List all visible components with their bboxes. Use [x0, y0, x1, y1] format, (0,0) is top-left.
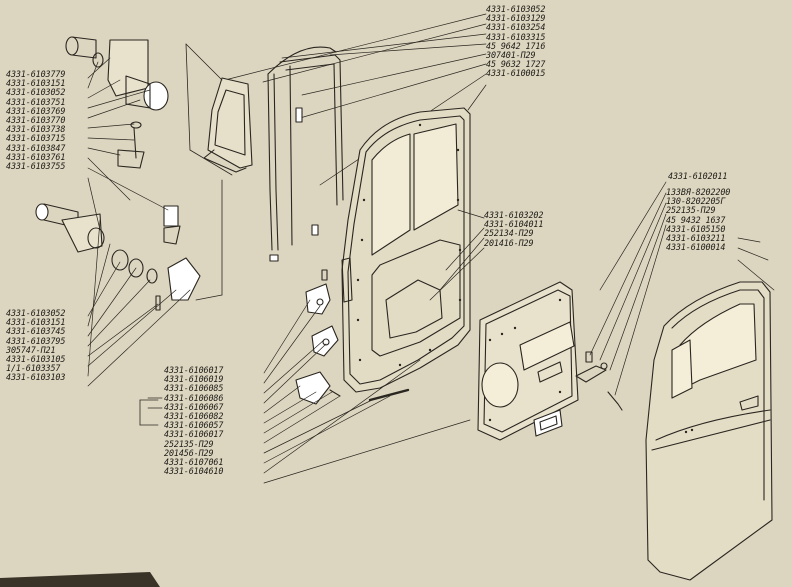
label: 4331-6106017 — [164, 365, 224, 375]
label: 4331-6103103 — [6, 372, 66, 383]
regulator-parts — [575, 351, 623, 411]
label: 1/1-6103357 — [6, 363, 61, 374]
labels-left-top: 4331-6103779 4331-6103151 4331-6103052 4… — [6, 69, 66, 171]
label: 4331-6103745 — [6, 326, 66, 337]
rod — [368, 388, 410, 402]
label: 4331-6103761 — [6, 151, 66, 162]
scan-corner — [0, 572, 160, 587]
label: 4331-6103129 — [486, 13, 546, 24]
label: 4331-6107061 — [164, 456, 224, 467]
label: 4331-6103105 — [6, 353, 66, 364]
label: 4331-6106085 — [164, 383, 224, 394]
label: 45 9432 1637 — [666, 214, 726, 225]
labels-left-bottom: 4331-6103052 4331-6103151 4331-6103745 4… — [6, 308, 66, 383]
hinge-lower — [35, 203, 201, 311]
label: 4331-6103052 — [6, 87, 66, 98]
label: 252134-П29 — [484, 228, 534, 239]
label: 307401-П29 — [486, 49, 536, 60]
label: 4331-6103254 — [486, 22, 546, 33]
leader-lines-right — [589, 181, 775, 396]
label: 4331-6102011 — [668, 171, 728, 181]
label: 4331-6103052 — [6, 308, 66, 318]
leader-lines-left-top — [87, 57, 169, 231]
label: 305747-П21 — [6, 344, 56, 355]
label: 4331-6106019 — [164, 374, 224, 385]
labels-top-right: 4331-6103052 4331-6103129 4331-6103254 4… — [486, 4, 546, 79]
label: 4331-6103715 — [6, 133, 66, 144]
label: 4331-6104610 — [164, 466, 224, 477]
labels-middle: 4331-6103202 4331-6104011 252134-П29 201… — [484, 210, 544, 248]
label: 201416-П29 — [484, 237, 534, 248]
label: 4331-6104011 — [484, 219, 544, 230]
label: 4331-6106086 — [164, 392, 224, 403]
label: 4331-6103151 — [6, 317, 66, 328]
label: 201456-П29 — [164, 447, 214, 458]
label: 4331-6103770 — [6, 114, 66, 125]
label: 4331-6106057 — [164, 420, 224, 431]
leader-lines-middle — [429, 209, 485, 301]
label: 4331-6106017 — [164, 429, 224, 440]
lock-mechanism — [295, 269, 341, 405]
small-fasteners — [269, 107, 319, 262]
label: 252135-П29 — [666, 205, 716, 216]
glass-run-seals — [267, 46, 344, 251]
label: 4331-6103315 — [486, 31, 546, 42]
guide-lines — [185, 43, 233, 301]
label: 4331-6103755 — [6, 160, 66, 171]
vent-window-frame — [203, 77, 253, 173]
label: 45 9632 1727 — [486, 59, 546, 70]
label: 4331-6103751 — [6, 96, 66, 107]
door-assembly — [645, 281, 773, 581]
armrest-handle — [533, 409, 563, 437]
label: 4331-6103052 — [486, 4, 546, 14]
door-inner-frame — [341, 107, 471, 393]
label: 45 9642 1716 — [486, 40, 546, 51]
labels-right: 133ВЯ-8202200 130-8202205Г 252135-П29 45… — [666, 187, 731, 253]
label: 4331-6103769 — [6, 105, 66, 116]
label: 4331-6103847 — [6, 142, 66, 153]
label: 4331-6103738 — [6, 124, 66, 135]
label: 252135-П29 — [164, 438, 214, 449]
hinge-upper — [65, 36, 169, 169]
labels-center-bottom: 4331-6106017 4331-6106019 4331-6106085 4… — [164, 365, 224, 477]
label: 4331-6100014 — [666, 242, 726, 253]
door-trim-panel — [477, 281, 579, 441]
leader-lines-center — [263, 299, 471, 484]
label: 4331-6103202 — [484, 210, 544, 220]
label: 4331-6105150 — [666, 223, 726, 234]
leader-lines-left-bottom — [87, 219, 191, 387]
label: 130-8202205Г — [666, 196, 726, 207]
label: 4331-6106082 — [164, 410, 224, 421]
label: 4331-6103779 — [6, 69, 66, 79]
label: 4331-6106067 — [164, 401, 224, 412]
label: 4331-6103151 — [6, 78, 66, 89]
label: 4331-6100015 — [486, 68, 546, 79]
label: 4331-6103211 — [666, 232, 726, 243]
group-bracket — [139, 397, 163, 426]
label: 4331-6103795 — [6, 335, 66, 346]
label: 133ВЯ-8202200 — [666, 187, 731, 197]
